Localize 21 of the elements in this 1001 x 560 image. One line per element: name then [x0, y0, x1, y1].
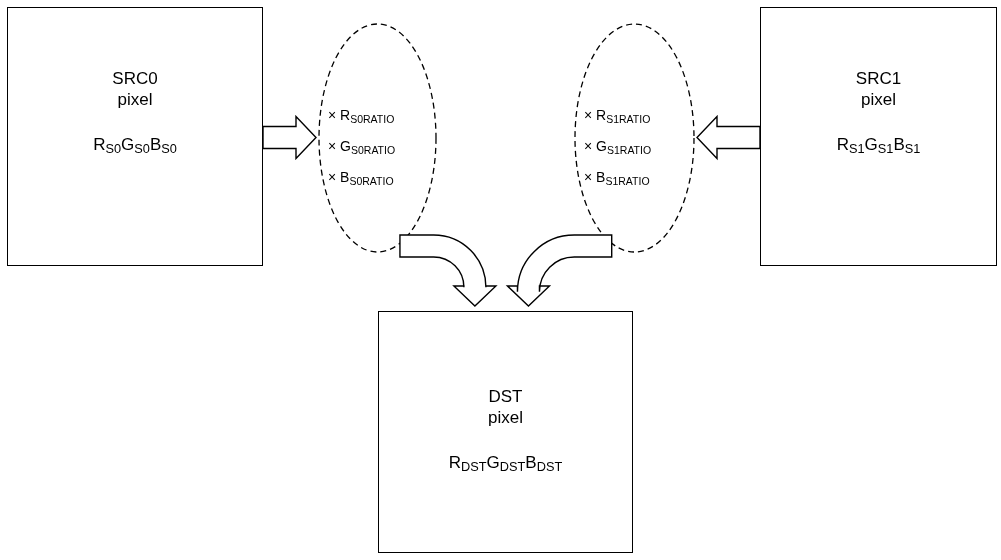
hollow-arrow: [399, 234, 497, 307]
hollow-arrow: [506, 234, 613, 307]
rgb-label: R$_{S0}$G$_{S0}$B$_{S0}$: [93, 134, 177, 155]
hollow-arrow: [262, 114, 317, 161]
ratio-label: × G$_{S1RATIO}$: [584, 137, 652, 158]
dashed-ellipse: [574, 23, 695, 253]
box-title: SRC0 pixel: [111, 68, 159, 110]
pixel-box: [7, 7, 263, 266]
rgb-label: R$_{DST}$G$_{DST}$B$_{DST}$: [448, 452, 563, 473]
box-title: SRC1 pixel: [854, 68, 903, 110]
box-title: DST pixel: [487, 386, 524, 428]
dashed-ellipse: [318, 23, 437, 253]
ratio-label: × B$_{S1RATIO}$: [584, 168, 650, 189]
ratio-label: × B$_{S0RATIO}$: [328, 168, 394, 189]
rgb-label: R$_{S1}$G$_{S1}$B$_{S1}$: [836, 134, 921, 155]
ratio-label: × R$_{S1RATIO}$: [584, 106, 651, 127]
hollow-arrow: [696, 114, 761, 161]
pixel-box: [760, 7, 997, 266]
pixel-box: [378, 311, 633, 553]
ratio-label: × R$_{S0RATIO}$: [328, 106, 395, 127]
ratio-label: × G$_{S0RATIO}$: [328, 137, 396, 158]
